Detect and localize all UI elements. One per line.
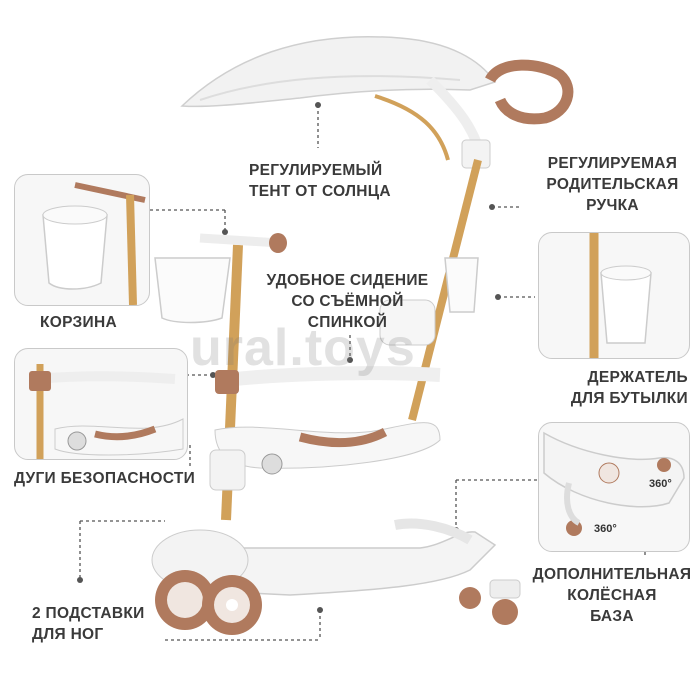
label-wheel-base: ДОПОЛНИТЕЛЬНАЯ КОЛЁСНАЯ БАЗА bbox=[532, 566, 692, 625]
rotate-badge-top: 360° bbox=[649, 478, 672, 490]
label-safety-bars: ДУГИ БЕЗОПАСНОСТИ bbox=[14, 470, 196, 487]
label-parent-handle: РЕГУЛИРУЕМАЯ РОДИТЕЛЬСКАЯ РУЧКА bbox=[546, 155, 679, 214]
label-footrests: 2 ПОДСТАВКИ ДЛЯ НОГ bbox=[32, 605, 145, 643]
inset-safety-bars bbox=[14, 348, 188, 460]
rotate-badge-bottom: 360° bbox=[594, 523, 617, 535]
label-bottle-holder: ДЕРЖАТЕЛЬ ДЛЯ БУТЫЛКИ bbox=[570, 369, 688, 407]
label-canopy: РЕГУЛИРУЕМЫЙ ТЕНТ ОТ СОЛНЦА bbox=[249, 162, 391, 200]
inset-bottle-holder bbox=[538, 232, 690, 359]
label-basket: КОРЗИНА bbox=[40, 314, 117, 331]
inset-wheel-base: 360° 360° bbox=[538, 422, 690, 552]
inset-basket bbox=[14, 174, 150, 306]
label-seat: УДОБНОЕ СИДЕНИЕ СО СЪЁМНОЙ СПИНКОЙ bbox=[266, 272, 429, 331]
watermark: ural.toys bbox=[190, 319, 416, 377]
